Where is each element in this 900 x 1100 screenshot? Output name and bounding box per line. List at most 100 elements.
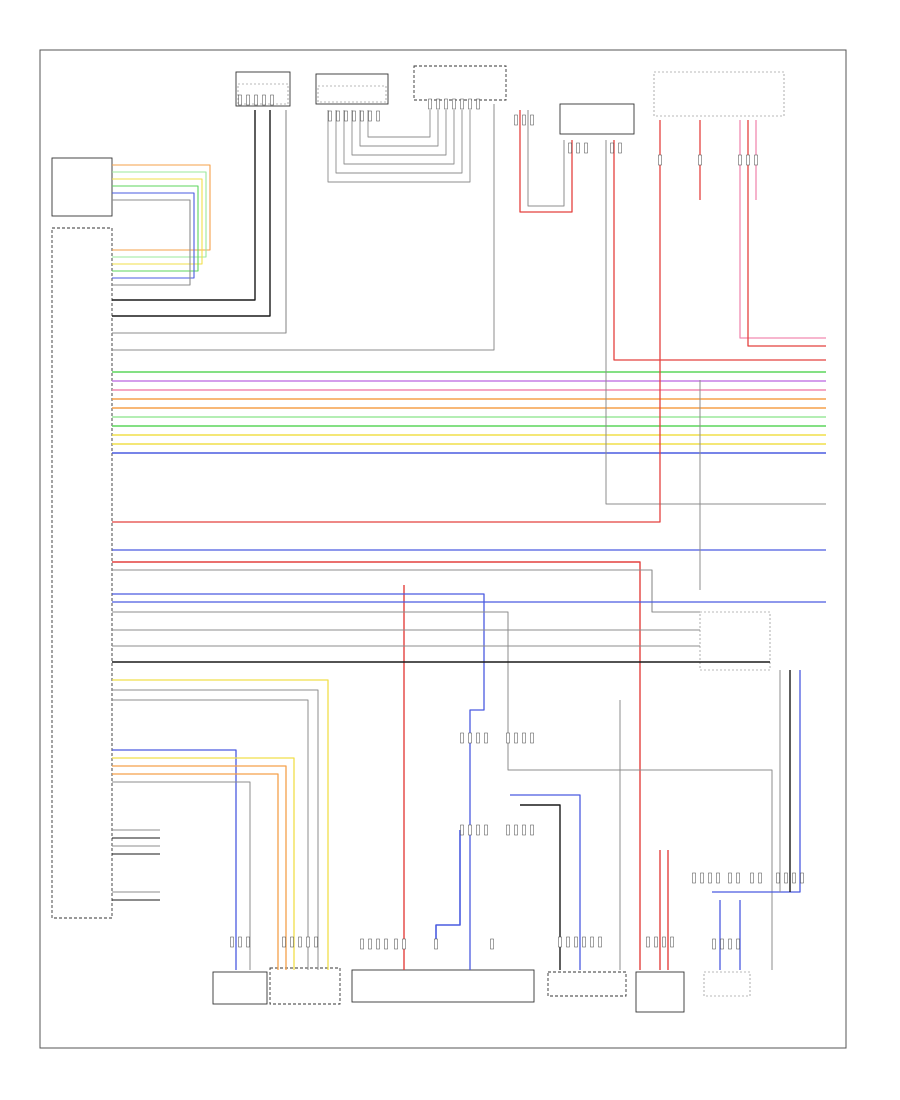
connector-pin xyxy=(254,94,258,106)
wire-black-17 xyxy=(112,110,271,317)
wire-red-36 xyxy=(112,561,641,970)
wire-orange-10 xyxy=(112,164,211,251)
wire-layer xyxy=(112,104,826,970)
wire-blue-56 xyxy=(435,830,461,940)
connector-pin xyxy=(238,94,242,106)
bottom-module-2[interactable] xyxy=(269,967,341,1005)
connector-pin xyxy=(776,872,780,884)
connector-pin xyxy=(344,110,348,122)
connector-pin xyxy=(460,824,464,836)
connector-pin xyxy=(394,938,398,950)
connector-pin xyxy=(514,732,518,744)
bottom-module-5[interactable] xyxy=(635,971,685,1013)
connector-pin xyxy=(476,824,480,836)
ecm-module[interactable] xyxy=(51,227,113,919)
connector-pin xyxy=(376,110,380,122)
connector-pin xyxy=(692,872,696,884)
connector-pin xyxy=(484,824,488,836)
connector-pin xyxy=(700,872,704,884)
connector-pin xyxy=(436,98,440,110)
wire-red-28 xyxy=(613,140,826,361)
connector-pin xyxy=(522,824,526,836)
wire-yellow-50 xyxy=(112,757,295,970)
wire-gray-23 xyxy=(351,110,447,156)
connector-pin xyxy=(662,936,666,948)
bottom-module-1[interactable] xyxy=(212,971,268,1005)
connector-pin xyxy=(490,938,494,950)
top-connector-c[interactable] xyxy=(413,65,507,101)
connector-pin xyxy=(530,732,534,744)
connector-pin xyxy=(484,732,488,744)
connector-pin xyxy=(360,110,364,122)
top-connector-d[interactable] xyxy=(559,103,635,135)
connector-pin xyxy=(298,936,302,948)
connector-pin xyxy=(646,936,650,948)
connector-pin xyxy=(468,824,472,836)
bottom-module-3[interactable] xyxy=(351,969,535,1003)
wire-gray-29 xyxy=(605,140,826,505)
connector-pin xyxy=(716,872,720,884)
connector-pin xyxy=(720,938,724,950)
connector-pin xyxy=(336,110,340,122)
connector-pin xyxy=(530,824,534,836)
connector-pin xyxy=(750,872,754,884)
connector-pin xyxy=(712,938,716,950)
connector-pin xyxy=(736,872,740,884)
connector-pin xyxy=(584,142,588,154)
junction-module-top-left[interactable] xyxy=(0,0,113,217)
connector-pin xyxy=(758,872,762,884)
connector-pin xyxy=(270,94,274,106)
wire-blue-62 xyxy=(712,670,801,893)
connector-pin xyxy=(246,94,250,106)
connector-pin xyxy=(460,98,464,110)
connector-pin xyxy=(452,98,456,110)
connector-pin xyxy=(610,142,614,154)
connector-pin xyxy=(568,142,572,154)
connector-pin xyxy=(514,824,518,836)
connector-pin xyxy=(230,936,234,948)
connector-pin xyxy=(476,98,480,110)
connector-pin xyxy=(654,936,658,948)
connector-pin xyxy=(444,98,448,110)
connector-pin xyxy=(368,938,372,950)
wire-gray-48 xyxy=(112,699,309,970)
wire-gray-47 xyxy=(112,689,319,970)
connector-pin xyxy=(754,154,758,166)
wire-lightgreen-11 xyxy=(112,171,207,258)
wire-blue-14 xyxy=(112,192,195,279)
top-connector-e[interactable] xyxy=(653,71,785,117)
connector-pin xyxy=(476,732,480,744)
connector-pin xyxy=(800,872,804,884)
connector-pin xyxy=(314,936,318,948)
bottom-module-4[interactable] xyxy=(547,971,627,997)
connector-pin xyxy=(728,872,732,884)
connector-pin xyxy=(506,824,510,836)
connector-pin xyxy=(792,872,796,884)
wire-black-16 xyxy=(112,110,256,301)
connector-pin xyxy=(368,110,372,122)
top-connector-b[interactable] xyxy=(315,73,389,105)
bottom-module-6[interactable] xyxy=(703,971,751,997)
connector-pin xyxy=(566,936,570,948)
connector-pin xyxy=(238,936,242,948)
connector-pin xyxy=(530,114,534,126)
wire-gray-53 xyxy=(112,781,251,970)
connector-pin xyxy=(290,936,294,948)
connector-pin xyxy=(698,154,702,166)
wire-gray-37 xyxy=(112,569,700,613)
connector-pin xyxy=(522,732,526,744)
connector-pin xyxy=(384,938,388,950)
connector-pin xyxy=(306,936,310,948)
diagram-frame xyxy=(39,49,847,1049)
wire-black-55 xyxy=(520,804,561,970)
connector-pin xyxy=(658,154,662,166)
connector-pin xyxy=(582,936,586,948)
connector-pin xyxy=(590,936,594,948)
connector-pin xyxy=(558,936,562,948)
wire-yellow-12 xyxy=(112,178,203,265)
connector-pin xyxy=(522,114,526,126)
connector-pin xyxy=(360,938,364,950)
connector-pin xyxy=(708,872,712,884)
wire-blue-49 xyxy=(112,749,237,970)
